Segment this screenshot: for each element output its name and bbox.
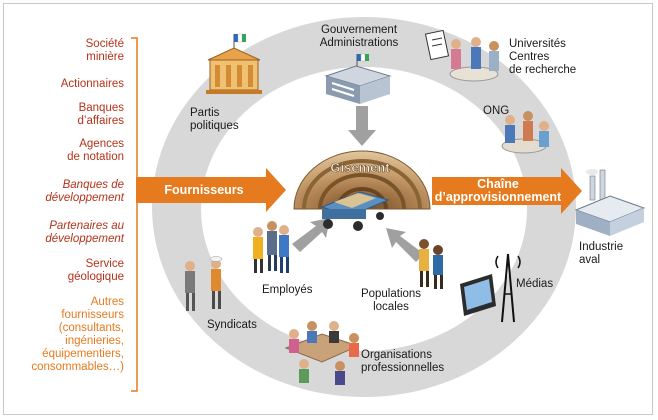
- fournisseurs-label: Fournisseurs: [164, 183, 244, 197]
- ngo-people-icon: [501, 111, 549, 154]
- factory-icon: [574, 169, 646, 236]
- gisement-label: Gisement: [330, 160, 390, 175]
- label-populations: Populations locales: [360, 288, 422, 313]
- left-item-agences: Agences de notation: [67, 138, 124, 163]
- mining-truck-icon: [320, 191, 390, 231]
- locals-people-icon: [419, 239, 443, 289]
- left-item-actionnaires: Actionnaires: [60, 78, 124, 90]
- left-item-service: Service géologique: [67, 258, 124, 283]
- arrow-populations-to-center: [386, 228, 424, 262]
- left-item-autres: Autres fournisseurs (consultants, ingéni…: [31, 296, 124, 373]
- tv-antenna-icon: [460, 253, 521, 323]
- label-gouvernement: Gouvernement Administrations: [319, 24, 399, 49]
- arrow-gouvernement-to-center: [348, 106, 376, 146]
- universities-people-icon: [424, 29, 499, 82]
- union-workers-icon: [185, 256, 223, 311]
- left-item-banques-dev: Banques de développement: [45, 179, 124, 204]
- left-item-partenaires: Partenaires au développement: [45, 220, 124, 245]
- building-icon: [206, 33, 262, 94]
- fournisseurs-arrow: [136, 168, 286, 212]
- label-employes: Employés: [262, 284, 313, 296]
- arrow-employes-to-center: [292, 218, 330, 252]
- government-building-icon: [324, 53, 392, 104]
- workers-icon: [253, 221, 289, 273]
- left-item-societe: Société minière: [85, 38, 124, 63]
- left-bracket: [131, 37, 138, 392]
- chaine-arrow: [432, 168, 582, 214]
- left-item-banques-affaires: Banques d’affaires: [77, 102, 124, 127]
- label-ong: ONG: [483, 105, 510, 117]
- label-syndicats: Syndicats: [207, 319, 257, 331]
- label-medias: Médias: [516, 278, 554, 290]
- stakeholder-diagram: Gisement Société minière Actionnaires Ba…: [3, 3, 653, 415]
- chaine-label: Chaîne d’approvisionnement: [434, 177, 562, 204]
- label-industrie: Industrie aval: [579, 241, 624, 266]
- label-organisations: Organisations professionnelles: [361, 349, 445, 374]
- meeting-table-icon: [284, 321, 360, 385]
- label-partis: Partis politiques: [190, 107, 239, 132]
- diagram-canvas: Gisement: [131, 17, 646, 397]
- label-universites: Universités Centres de recherche: [509, 38, 577, 76]
